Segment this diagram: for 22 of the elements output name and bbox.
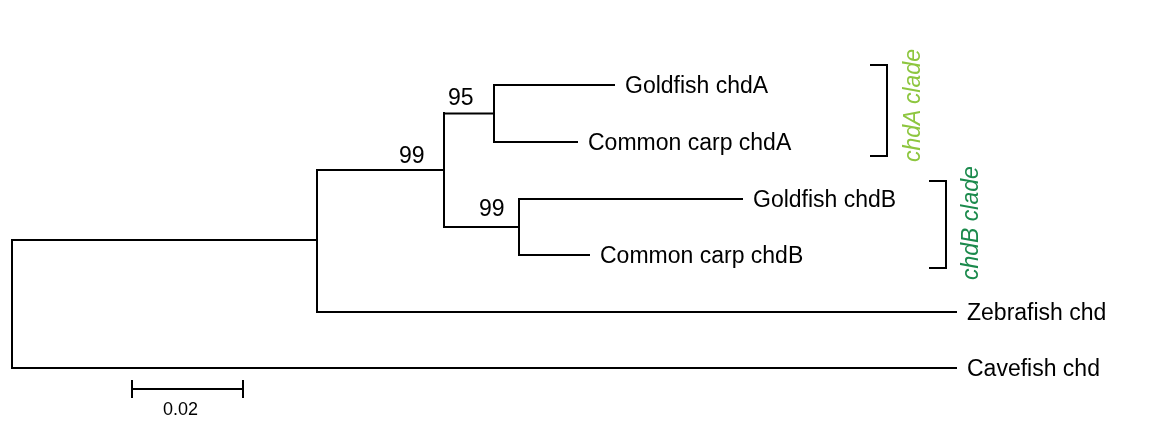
taxon-label: Goldfish chdA: [615, 71, 769, 99]
branch-line: [443, 226, 520, 228]
bootstrap-value: 95: [448, 84, 474, 110]
taxon-label: Goldfish chdB: [743, 185, 897, 213]
clade-label: chdA clade: [899, 49, 925, 162]
branch-line: [443, 112, 495, 115]
branch-line: [493, 84, 616, 86]
taxon-label: Cavefish chd: [957, 354, 1100, 382]
branch-line: [316, 169, 445, 171]
clade-label: chdB clade: [957, 166, 983, 280]
bootstrap-value: 99: [479, 195, 505, 221]
bootstrap-value: 99: [399, 142, 425, 168]
branch-line: [493, 141, 579, 143]
taxon-label: Common carp chdB: [590, 241, 804, 269]
branch-line: [518, 254, 591, 256]
branch-line: [316, 311, 958, 313]
branch-line: [11, 367, 958, 369]
branch-line: [11, 239, 318, 241]
taxon-label: Common carp chdA: [578, 128, 792, 156]
scale-value: 0.02: [163, 399, 199, 419]
branch-line: [518, 198, 744, 200]
taxon-label: Zebrafish chd: [957, 298, 1107, 326]
